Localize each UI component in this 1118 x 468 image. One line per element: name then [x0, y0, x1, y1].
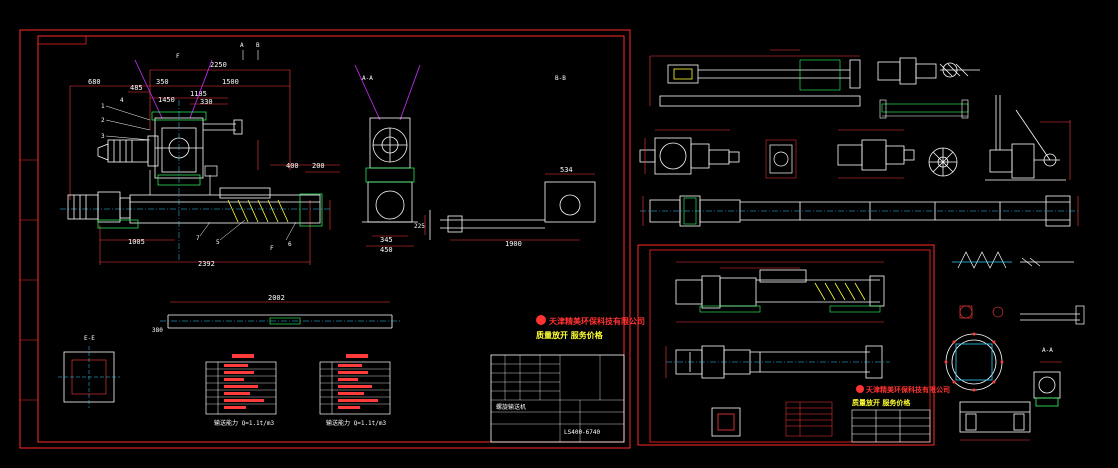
- dim-345: 345: [380, 236, 393, 244]
- section-marker-b: B: [256, 42, 260, 49]
- detail-e-e: E-E: [58, 335, 120, 408]
- dim-200: 200: [312, 162, 325, 170]
- right-section-aa-label: A-A: [1042, 347, 1053, 354]
- right-frame-outer: [637, 244, 935, 446]
- side-tick-marks: [20, 159, 38, 401]
- dim-400: 400: [286, 162, 299, 170]
- parameter-table-left: 输送能力 Q=1.1t/m3: [205, 354, 277, 427]
- right-drawing-sheet: 天津精美环保科技有限公司 质量放开 服务价格: [637, 49, 1085, 446]
- dim-330: 330: [200, 98, 213, 106]
- section-aa-dims: [366, 235, 414, 247]
- section-bb-dims: [424, 173, 595, 241]
- dim-350: 350: [156, 78, 169, 86]
- right-top-conveyor-view: [649, 49, 861, 107]
- wheel-detail: [928, 147, 958, 177]
- lower-drive-motor: [67, 191, 131, 223]
- right-middle-row-views: [639, 95, 1071, 181]
- section-b-b-view: B-B 534 1900 225: [414, 75, 596, 248]
- section-aa-green: [365, 167, 415, 183]
- part-number-leaders: [105, 105, 297, 241]
- section-a-a-view: A-A 345 450: [354, 64, 421, 254]
- motor-base-green: [97, 193, 323, 229]
- inner-frame: [37, 35, 625, 443]
- right-framed-plan-view: 天津精美环保科技有限公司 质量放开 服务价格: [665, 261, 950, 443]
- dim-2250: 2250: [210, 61, 227, 69]
- company-slogan-left: 质量放开 服务价格: [536, 330, 604, 340]
- company-slogan-right: 质量放开 服务价格: [852, 398, 911, 407]
- right-far-details: A-A: [944, 251, 1085, 441]
- dim-485: 485: [130, 84, 143, 92]
- right-frame-inner: [649, 249, 931, 443]
- right-title-block: [851, 409, 931, 443]
- dim-1005: 1005: [128, 238, 145, 246]
- dim-450: 450: [380, 246, 393, 254]
- dim-1450: 1450: [158, 96, 175, 104]
- part-number-1: 1: [101, 103, 105, 110]
- dim-225: 225: [414, 223, 425, 230]
- part-number-4: 4: [120, 97, 124, 104]
- company-logo-icon-right: [856, 385, 864, 393]
- detail-ee-label: E-E: [84, 335, 95, 342]
- dim-2392: 2392: [198, 260, 215, 268]
- capacity-note-right: 输送能力 Q=1.1t/m3: [326, 419, 387, 427]
- dim-1185: 1185: [190, 90, 207, 98]
- dim-1500: 1500: [222, 78, 239, 86]
- screw-flights: [227, 199, 289, 223]
- upper-drive-motor: [97, 135, 159, 167]
- section-marker-f-top: F: [176, 53, 180, 60]
- company-name-left: 天津精美环保科技有限公司: [549, 316, 645, 326]
- part-number-6: 6: [288, 241, 292, 248]
- left-drawing-sheet: 2250 680 485 350 1500 1450 1185 330 400 …: [19, 29, 645, 449]
- right-detail-box: [711, 407, 741, 437]
- shaft-body: [167, 314, 393, 329]
- company-brand-left: 天津精美环保科技有限公司 质量放开 服务价格: [536, 315, 645, 340]
- dim-2002: 2002: [268, 294, 285, 302]
- section-marker-f-bottom: F: [270, 245, 274, 252]
- part-number-2: 2: [101, 117, 105, 124]
- right-gear-motor-views: [877, 57, 980, 119]
- capacity-note-left: 输送能力 Q=1.1t/m3: [214, 419, 275, 427]
- supports: [149, 165, 218, 195]
- section-bb-body: [429, 181, 596, 240]
- actuator-arm: [203, 119, 243, 135]
- section-aa-label: A-A: [362, 75, 373, 82]
- right-param-table: [785, 401, 833, 437]
- title-block-left: 螺旋输送机 LS400-6740: [490, 354, 625, 443]
- main-elevation-view: 2250 680 485 350 1500 1450 1185 330 400 …: [60, 42, 340, 268]
- section-marker-a: A: [240, 42, 244, 49]
- section-aa-hopper-lines: [354, 64, 421, 121]
- top-dimension-lines: [69, 69, 340, 265]
- company-name-right: 天津精美环保科技有限公司: [866, 385, 950, 394]
- part-number-7: 7: [196, 235, 200, 242]
- dim-534: 534: [560, 166, 573, 174]
- part-number-5: 5: [216, 239, 220, 246]
- hopper-leader-lines: [134, 59, 213, 119]
- drawing-number: LS400-6740: [564, 429, 601, 436]
- section-aa-body: [362, 117, 418, 223]
- part-number-3: 3: [101, 133, 105, 140]
- shaft-detail-view: 2002 380: [152, 294, 400, 334]
- dim-1900: 1900: [505, 240, 522, 248]
- dim-380: 380: [152, 327, 163, 334]
- dim-680: 680: [88, 78, 101, 86]
- section-bb-label: B-B: [555, 75, 566, 82]
- corner-tag: [37, 35, 87, 45]
- right-long-conveyor-view: [640, 195, 1080, 227]
- company-logo-icon: [536, 315, 546, 325]
- center-lines: [60, 100, 330, 260]
- title-name: 螺旋输送机: [496, 403, 526, 411]
- outer-frame: [19, 29, 631, 449]
- parameter-table-right: 输送能力 Q=1.1t/m3: [319, 354, 391, 427]
